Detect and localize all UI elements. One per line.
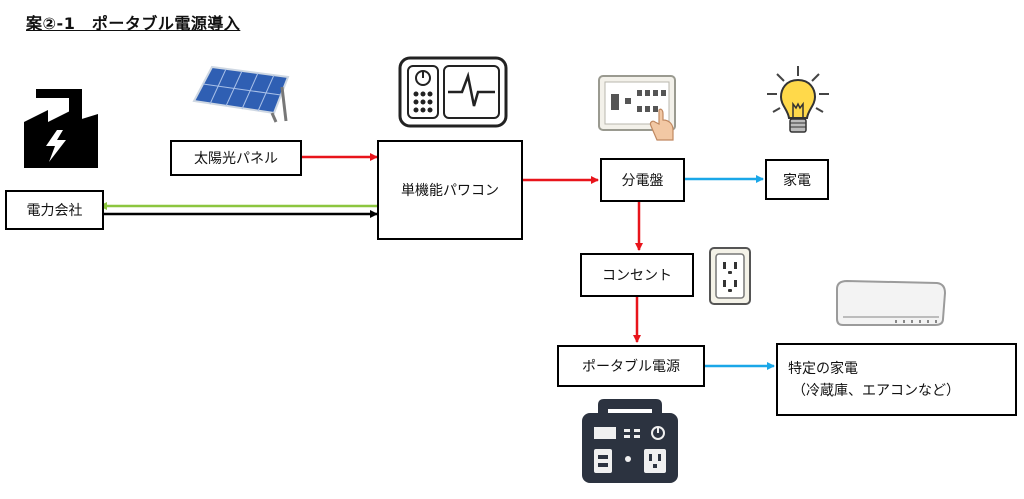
distribution-board-box: 分電盤: [600, 158, 685, 202]
distribution-board-label: 分電盤: [621, 173, 664, 189]
appliances-label: 家電: [783, 172, 811, 189]
light-bulb-icon: [767, 66, 829, 133]
pcs-box: 単機能パワコン: [377, 140, 523, 240]
specific-appliances-label: 特定の家電: [788, 360, 858, 377]
solar-panel-icon: [192, 65, 290, 123]
specific-appliances-box: 特定の家電 （冷蔵庫、エアコンなど）: [776, 343, 1017, 416]
outlet-label: コンセント: [602, 268, 672, 284]
outlet-box: コンセント: [580, 253, 694, 297]
air-conditioner-icon: [836, 279, 947, 326]
specific-appliances-example: （冷蔵庫、エアコンなど）: [792, 382, 960, 399]
power-company-label: 電力会社: [26, 203, 83, 219]
power-conditioner-icon: [398, 56, 508, 128]
solar-panel-label: 太陽光パネル: [194, 151, 278, 167]
factory-icon: [24, 89, 98, 168]
wall-outlet-icon: [709, 247, 751, 305]
breaker-panel-icon: [598, 75, 676, 141]
power-company-box: 電力会社: [5, 190, 104, 230]
appliances-box: 家電: [765, 159, 829, 200]
pcs-label: 単機能パワコン: [401, 183, 499, 199]
portable-battery-icon: [582, 399, 678, 483]
portable-power-label: ポータブル電源: [582, 359, 680, 375]
portable-power-box: ポータブル電源: [557, 345, 705, 387]
solar-panel-box: 太陽光パネル: [170, 140, 302, 176]
page-title: 案②-1 ポータブル電源導入: [26, 14, 241, 33]
